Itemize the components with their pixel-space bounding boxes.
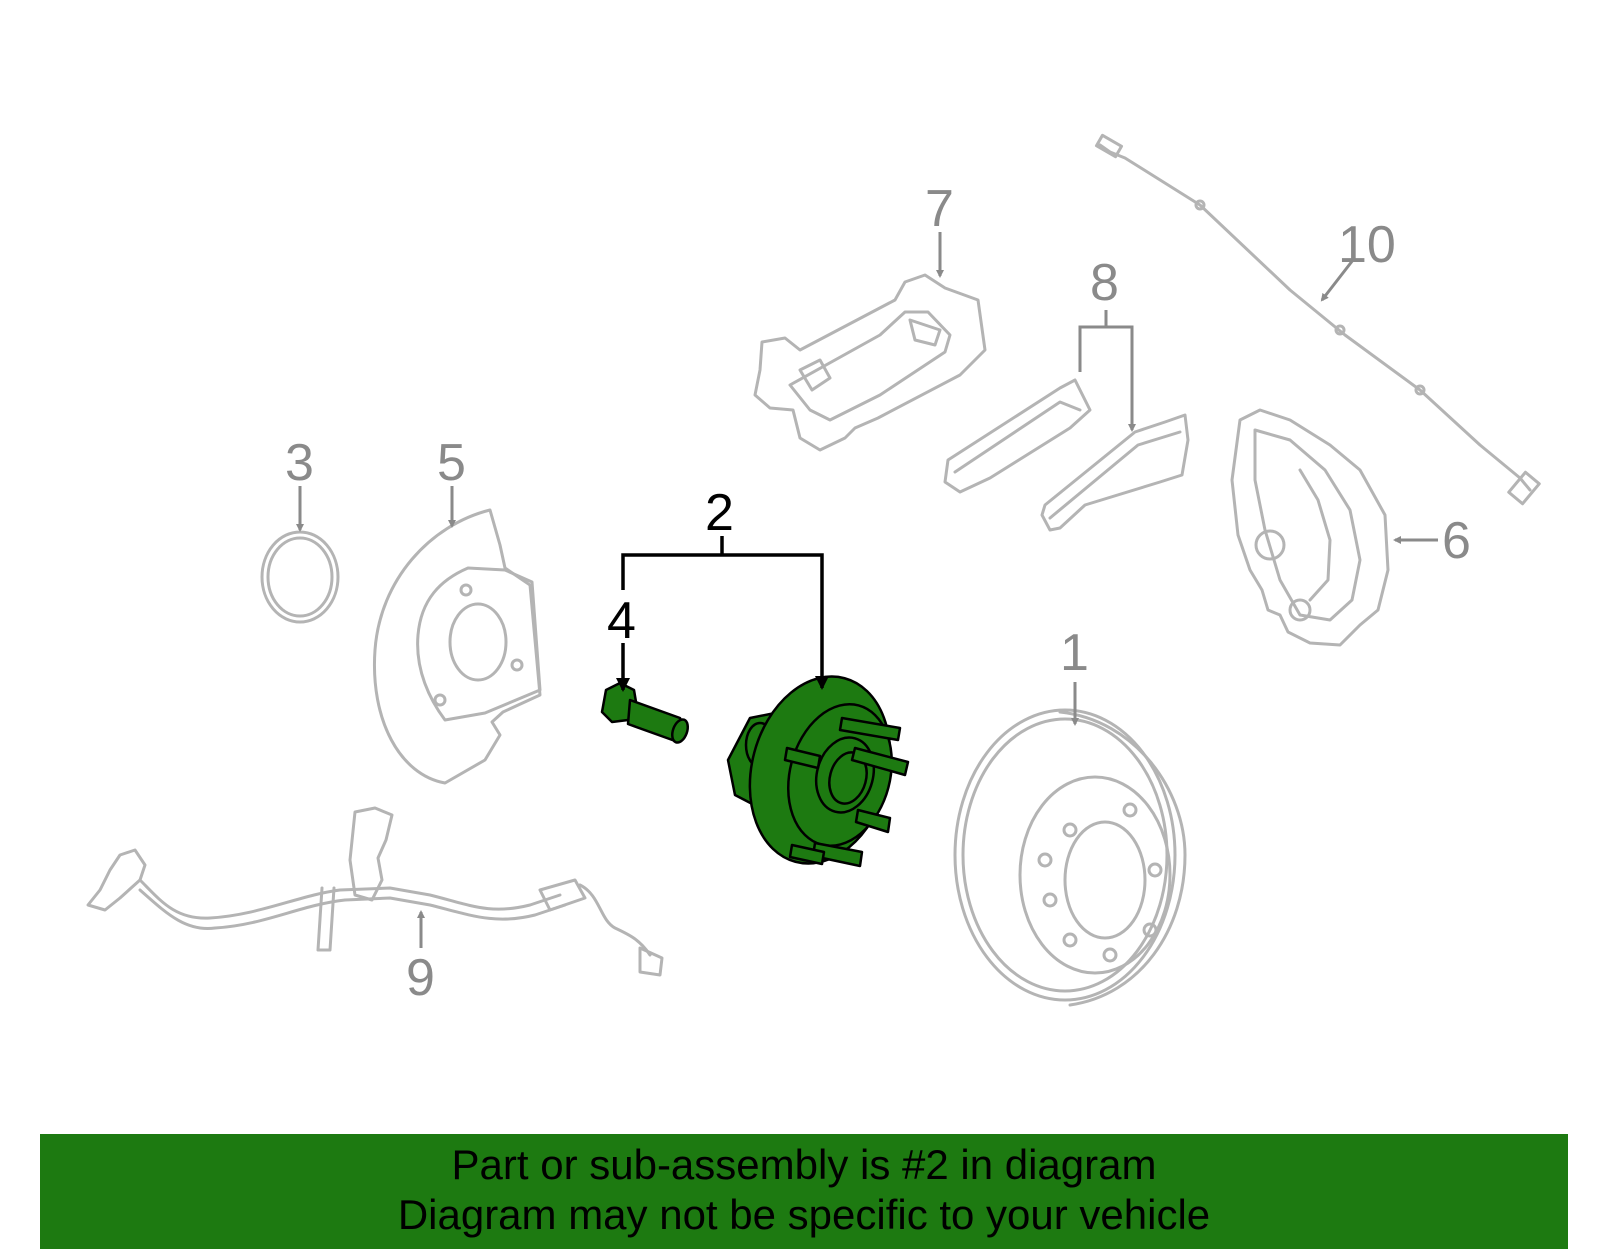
part-6-caliper bbox=[1230, 408, 1390, 647]
part-10-wear-sensor bbox=[1094, 133, 1541, 506]
leader-lines bbox=[296, 232, 1438, 948]
callout-2: 2 bbox=[705, 484, 734, 542]
banner-line-disclaimer: Diagram may not be specific to your vehi… bbox=[397, 1191, 1211, 1238]
part-8-brake-pads bbox=[943, 378, 1190, 532]
callout-7: 7 bbox=[925, 180, 954, 238]
part-3-seal-ring bbox=[260, 530, 340, 624]
part-9-abs-harness bbox=[86, 806, 664, 977]
callout-4: 4 bbox=[607, 592, 636, 650]
hub-studs bbox=[783, 716, 910, 868]
part-5-dust-shield bbox=[372, 508, 542, 785]
callout-1: 1 bbox=[1060, 624, 1089, 682]
callout-10: 10 bbox=[1338, 216, 1396, 274]
leader-8 bbox=[1078, 310, 1136, 432]
callout-8: 8 bbox=[1090, 254, 1119, 312]
callout-9: 9 bbox=[406, 949, 435, 1007]
leader-10 bbox=[1320, 259, 1355, 302]
info-banner: Part or sub-assembly is #2 in diagram Di… bbox=[40, 1134, 1568, 1249]
leader-2 bbox=[621, 536, 829, 690]
part-1-rotor bbox=[953, 708, 1187, 1007]
callout-6: 6 bbox=[1442, 512, 1471, 570]
part-2-hub-assembly bbox=[726, 675, 910, 868]
part-4-bolt bbox=[600, 681, 690, 744]
callout-5: 5 bbox=[437, 434, 466, 492]
callout-3: 3 bbox=[285, 434, 314, 492]
part-7-caliper-bracket bbox=[753, 273, 987, 452]
banner-line-part-number: Part or sub-assembly is #2 in diagram bbox=[451, 1141, 1157, 1188]
